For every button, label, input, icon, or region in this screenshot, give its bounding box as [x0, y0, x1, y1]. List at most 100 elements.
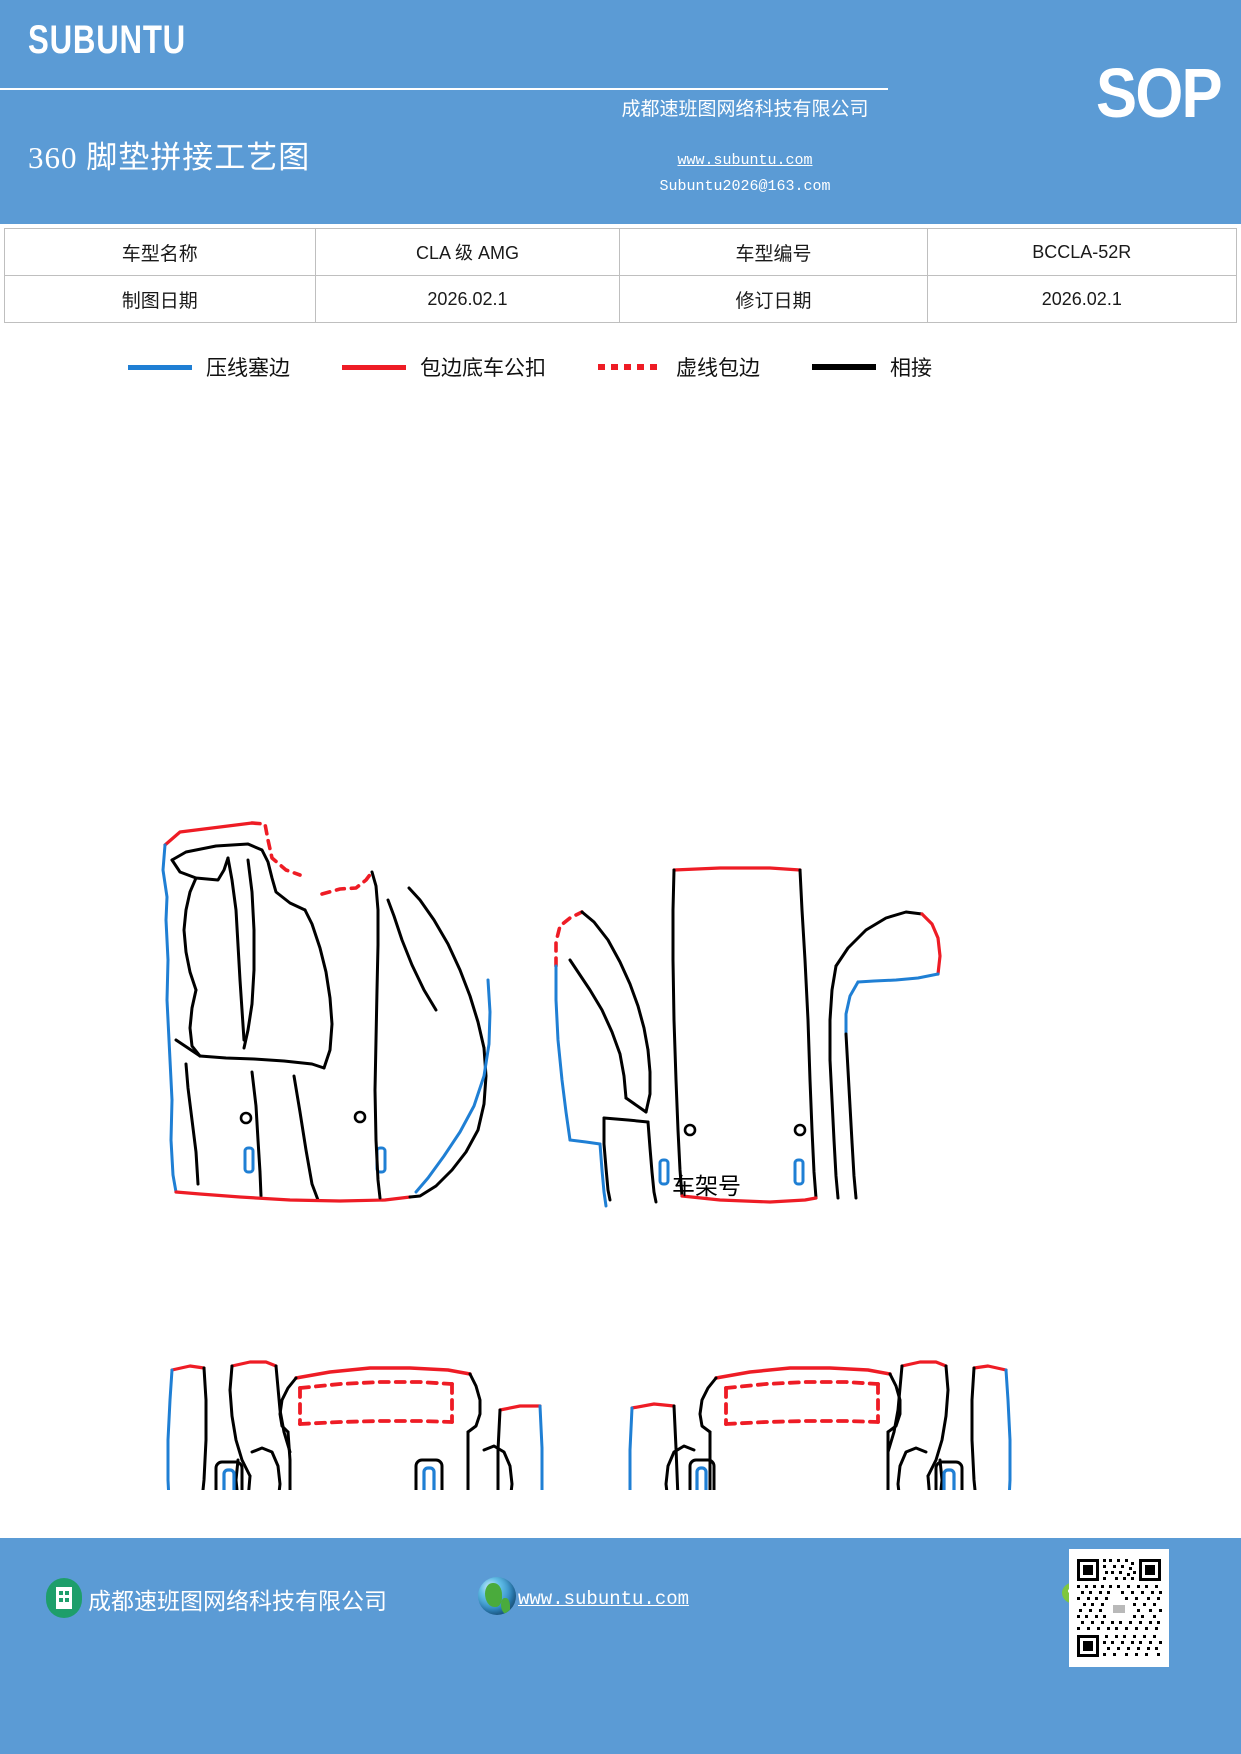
edge-dotted: [298, 1419, 454, 1426]
edge-blue: [844, 980, 860, 1036]
page-header: SUBUNTU 360 脚垫拼接工艺图 SOP 成都速班图网络科技有限公司 ww…: [0, 0, 1241, 224]
blue-line-swatch-icon: [128, 364, 192, 370]
cell-revision-date-label: 修订日期: [619, 275, 928, 323]
edge-blue: [538, 1404, 544, 1490]
qr-code: [1069, 1549, 1169, 1667]
edge-red: [230, 1360, 278, 1368]
clip-slot: [793, 1158, 805, 1186]
inner-joint: [292, 1074, 320, 1202]
edge-red: [714, 1366, 892, 1380]
inner-joint: [174, 1038, 202, 1058]
cell-model-name-label: 车型名称: [4, 228, 316, 276]
building-icon: [46, 1578, 82, 1618]
edge-blue: [161, 843, 174, 1102]
clip-slot: [658, 1158, 670, 1186]
edge-dotted: [298, 1380, 454, 1390]
edge-red: [900, 1360, 948, 1368]
footer-company-name: 成都速班图网络科技有限公司: [88, 1589, 387, 1614]
inner-joint: [466, 1430, 470, 1490]
inner-joint: [602, 1116, 612, 1202]
black-line-swatch-icon: [812, 364, 876, 370]
table-row: 车型名称 CLA 级 AMG 车型编号 BCCLA-52R: [4, 228, 1238, 276]
grommet-hole: [239, 1111, 253, 1125]
edge-blue: [568, 1138, 602, 1146]
clip-bracket: [938, 1458, 944, 1490]
cell-model-code-label: 车型编号: [619, 228, 928, 276]
edge-blue: [598, 1142, 608, 1208]
header-website-link[interactable]: www.subuntu.com: [677, 152, 813, 169]
edge-dotted: [320, 870, 374, 896]
cell-draw-date-value: 2026.02.1: [314, 275, 621, 323]
clip-bracket: [896, 1446, 928, 1490]
grommet-hole: [793, 1123, 807, 1137]
inner-joint: [184, 1062, 200, 1186]
inner-joint: [198, 1054, 326, 1070]
inner-joint: [278, 1376, 298, 1434]
inner-joint: [834, 910, 924, 968]
clip-bracket: [234, 1458, 240, 1490]
inner-joint: [886, 1364, 904, 1454]
edge-red: [174, 1190, 412, 1203]
legend-item-dotted-bind: 虚线包边: [598, 352, 760, 382]
edge-blue: [856, 972, 940, 984]
inner-joint: [201, 1366, 208, 1490]
cell-revision-date-value: 2026.02.1: [926, 275, 1238, 323]
clip-bracket: [688, 1458, 716, 1490]
clip-slot: [222, 1468, 236, 1490]
edge-blue: [1004, 1368, 1012, 1490]
inner-joint: [370, 870, 382, 1200]
cell-model-name-value: CLA 级 AMG: [314, 228, 621, 276]
inner-joint: [698, 1376, 718, 1434]
legend-label: 压线塞边: [206, 356, 290, 380]
sop-badge: SOP: [1096, 54, 1223, 132]
edge-red: [294, 1366, 472, 1380]
inner-joint: [496, 1408, 502, 1490]
edge-red: [170, 1364, 206, 1372]
edge-red: [972, 1364, 1008, 1372]
edge-blue: [166, 1368, 174, 1490]
inner-joint: [568, 958, 628, 1100]
inner-joint: [182, 876, 198, 992]
clip-bracket: [934, 1460, 964, 1490]
vehicle-info-table: 车型名称 CLA 级 AMG 车型编号 BCCLA-52R 制图日期 2026.…: [4, 228, 1238, 323]
inner-joint: [250, 1070, 263, 1198]
footer-website-link[interactable]: www.subuntu.com: [518, 1588, 690, 1610]
inner-joint: [671, 868, 684, 1198]
inner-joint: [926, 1474, 931, 1490]
inner-joint: [286, 1430, 292, 1490]
inner-joint: [926, 1364, 950, 1478]
clip-bracket: [214, 1460, 244, 1490]
inner-joint: [624, 1096, 648, 1114]
edge-red: [630, 1402, 676, 1410]
clip-bracket: [250, 1446, 282, 1490]
inner-joint: [970, 1366, 977, 1490]
globe-icon: [478, 1577, 516, 1615]
edge-blue: [628, 1406, 634, 1490]
edge-blue: [169, 1098, 178, 1194]
cell-model-code-value: BCCLA-52R: [926, 228, 1238, 276]
inner-joint: [798, 868, 818, 1200]
header-email: Subuntu2026@163.com: [659, 178, 831, 195]
inner-joint: [408, 1046, 488, 1199]
inner-joint: [303, 908, 334, 1070]
legend-label: 包边底车公扣: [420, 356, 546, 380]
legend-label: 虚线包边: [676, 356, 760, 380]
inner-joint: [226, 856, 246, 1042]
red-line-swatch-icon: [342, 364, 406, 370]
inner-joint: [188, 988, 202, 1058]
clip-slot: [422, 1466, 436, 1490]
floor-mat-pattern-drawing: 车架号: [0, 400, 1241, 1490]
inner-joint: [844, 1032, 858, 1200]
clip-bracket: [414, 1458, 444, 1490]
grommet-hole: [683, 1123, 697, 1137]
page-title: 360 脚垫拼接工艺图: [28, 140, 311, 175]
edge-dotted: [554, 910, 584, 968]
legend-item-joint: 相接: [812, 352, 932, 382]
edge-blue: [414, 978, 492, 1194]
inner-joint: [407, 886, 486, 1050]
header-company-name: 成都速班图网络科技有限公司: [621, 99, 869, 120]
inner-joint: [466, 1372, 482, 1434]
edge-red: [920, 912, 942, 976]
clip-bracket: [664, 1444, 696, 1490]
inner-joint: [672, 1404, 680, 1490]
